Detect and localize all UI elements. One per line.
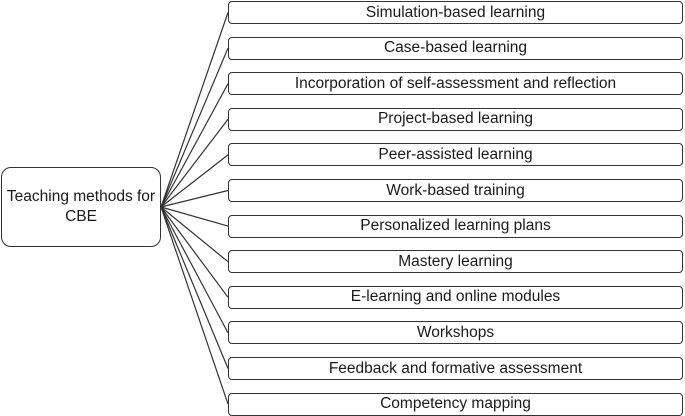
branch-node-label: Competency mapping — [380, 395, 531, 413]
root-node-label: Teaching methods for CBE — [6, 188, 156, 225]
connector-line — [160, 189, 229, 208]
branch-node-label: Mastery learning — [398, 252, 513, 270]
connector-line — [160, 206, 229, 298]
branch-node: Case-based learning — [228, 36, 683, 60]
connector-line — [160, 206, 229, 227]
connector-line — [160, 154, 229, 208]
root-node: Teaching methods for CBE — [1, 167, 161, 247]
branch-node-label: Incorporation of self-assessment and ref… — [294, 74, 617, 92]
branch-node-label: Feedback and formative assessment — [328, 359, 583, 377]
branch-node-label: Case-based learning — [383, 39, 528, 57]
branch-node: Feedback and formative assessment — [228, 357, 683, 380]
connector-line — [160, 83, 229, 208]
branch-node: Workshops — [228, 321, 683, 345]
branch-node-label: Simulation-based learning — [365, 3, 546, 21]
branch-node-label: E-learning and online modules — [350, 288, 561, 306]
branch-node: Personalized learning plans — [228, 214, 683, 238]
connector-line — [160, 118, 229, 208]
branch-node: Incorporation of self-assessment and ref… — [228, 72, 683, 96]
branch-node: Mastery learning — [228, 250, 683, 274]
branch-node: Peer-assisted learning — [228, 143, 683, 167]
branch-node: Competency mapping — [228, 392, 683, 416]
connector-line — [160, 12, 229, 208]
branch-node: Simulation-based learning — [228, 1, 683, 24]
branch-node-label: Workshops — [416, 323, 495, 341]
connector-line — [160, 206, 229, 405]
branch-node-label: Personalized learning plans — [360, 217, 551, 235]
connector-line — [160, 206, 229, 263]
connector-line — [160, 206, 229, 369]
branch-node-label: Project-based learning — [377, 110, 534, 128]
branch-node: E-learning and online modules — [228, 285, 683, 309]
branch-node-label: Work-based training — [386, 181, 525, 199]
branch-node: Project-based learning — [228, 107, 683, 131]
branch-node-label: Peer-assisted learning — [378, 145, 533, 163]
branch-node: Work-based training — [228, 179, 683, 202]
connector-line — [160, 47, 229, 208]
connector-line — [160, 206, 229, 334]
